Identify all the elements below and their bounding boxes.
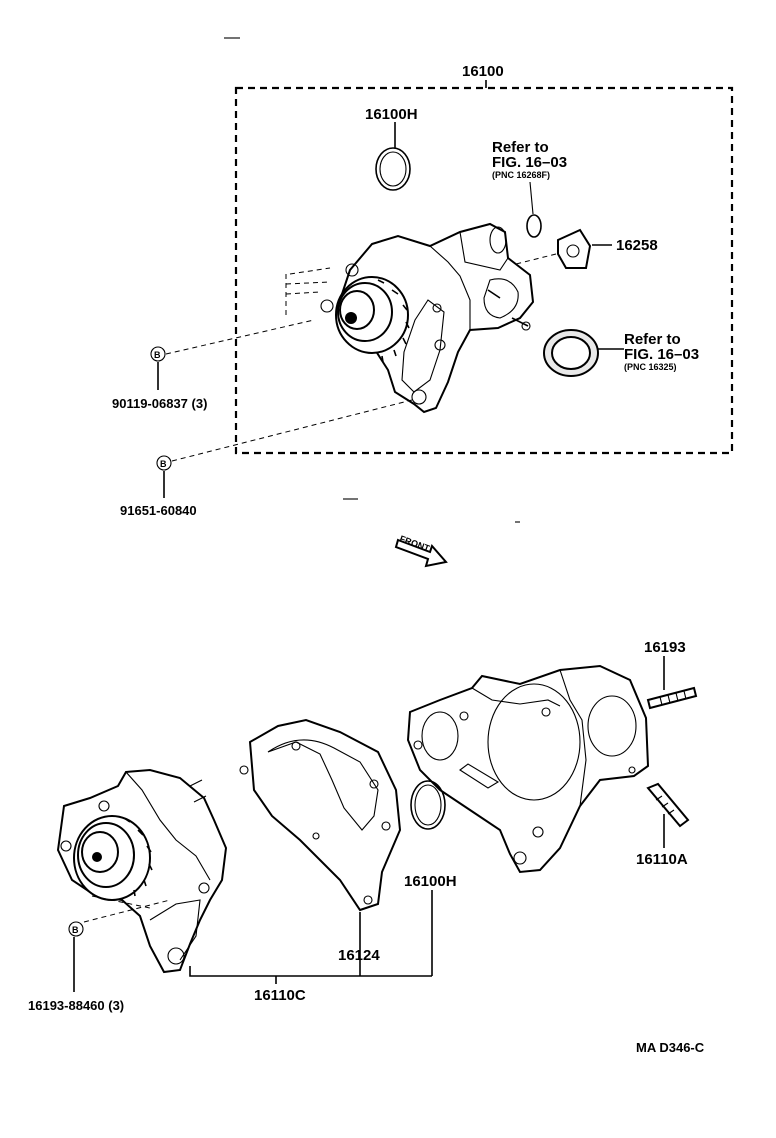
- label-16124: 16124: [338, 947, 380, 964]
- diagram-code: MA D346-C: [636, 1040, 705, 1055]
- marker-b-3-text: B: [72, 925, 79, 935]
- label-91651: 91651-60840: [120, 503, 197, 518]
- label-16100h-top: 16100H: [365, 106, 418, 123]
- marker-b-3: [68, 921, 84, 937]
- refer1-pnc: (PNC 16268F): [492, 170, 550, 180]
- water-inlet-housing: [406, 664, 650, 874]
- label-16100: 16100: [462, 63, 504, 80]
- refer1-line1: Refer to: [492, 139, 549, 156]
- marker-b-2-text: B: [160, 459, 167, 469]
- label-16110a: 16110A: [636, 851, 688, 868]
- o-ring-16100h-lower-inner: [414, 784, 442, 826]
- gasket-16258: [557, 228, 592, 269]
- water-pump-top: [320, 222, 535, 414]
- dashline-bolts-top: [285, 267, 331, 318]
- o-ring-16100h-lower: [410, 780, 446, 830]
- refer2-line1: Refer to: [624, 331, 681, 348]
- small-o-ring: [526, 214, 542, 238]
- stud-16110a: [646, 782, 690, 828]
- label-16258: 16258: [616, 237, 658, 254]
- bracket-16110c: [189, 966, 432, 977]
- water-pump-lower: [56, 768, 228, 974]
- marker-b-2: [156, 455, 172, 471]
- gasket-16258-hole: [566, 244, 580, 258]
- dashline-16193-88460: [83, 899, 171, 923]
- seal-ring-inner: [551, 336, 591, 370]
- front-arrow: FRONT: [394, 533, 448, 568]
- dashline-16193-88460-b: [91, 895, 151, 909]
- label-16193: 16193: [644, 639, 686, 656]
- dashline-91651: [171, 399, 413, 462]
- label-90119: 90119-06837 (3): [112, 396, 207, 411]
- marker-b-1-text: B: [154, 350, 161, 360]
- label-16100h-lower: 16100H: [404, 873, 457, 890]
- marker-b-1: [150, 346, 166, 362]
- label-16110c: 16110C: [254, 987, 306, 1004]
- refer2-line2: FIG. 16–03: [624, 346, 699, 363]
- refer2-pnc: (PNC 16325): [624, 362, 677, 372]
- leader-refer1: [529, 181, 534, 215]
- refer1-line2: FIG. 16–03: [492, 154, 567, 171]
- o-ring-16100h-top-inner: [379, 151, 407, 187]
- label-16193-88460: 16193-88460 (3): [28, 998, 124, 1013]
- gasket-16124: [239, 718, 402, 912]
- stud-16193: [646, 686, 698, 710]
- o-ring-16100h-top: [375, 147, 411, 191]
- assembly-16100-box: [234, 86, 734, 455]
- dashline-90119: [165, 319, 315, 355]
